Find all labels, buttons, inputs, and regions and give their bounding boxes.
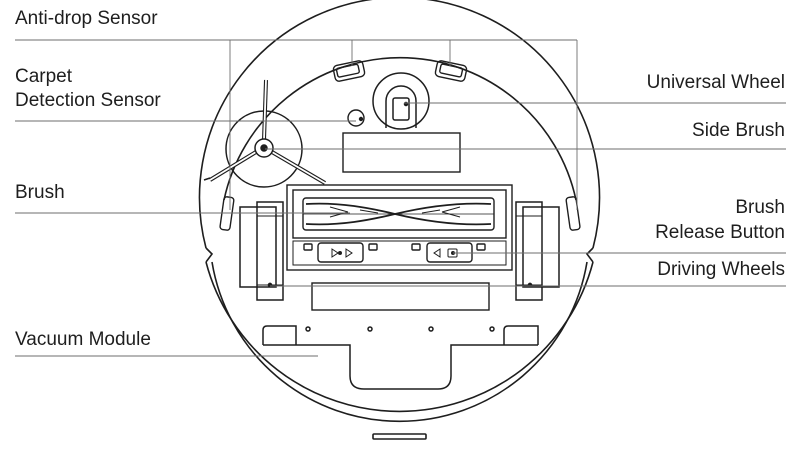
label-brush-release-button-line2: Release Button bbox=[655, 222, 785, 243]
center-plate bbox=[342, 132, 461, 173]
lower-plate bbox=[311, 282, 490, 311]
label-universal-wheel: Universal Wheel bbox=[646, 72, 785, 93]
inner-shell-lower bbox=[211, 261, 588, 422]
universal-wheel bbox=[372, 72, 430, 130]
label-carpet-detection-sensor-line2: Detection Sensor bbox=[15, 90, 161, 111]
side-brush bbox=[203, 79, 327, 188]
label-anti-drop-sensor: Anti-drop Sensor bbox=[15, 8, 158, 29]
label-side-brush: Side Brush bbox=[692, 120, 785, 141]
brush-housing bbox=[286, 184, 513, 271]
robot-body bbox=[198, 0, 601, 440]
label-carpet-detection-sensor-line1: Carpet bbox=[15, 66, 73, 87]
label-brush: Brush bbox=[15, 182, 65, 203]
label-vacuum-module: Vacuum Module bbox=[15, 329, 151, 350]
outer-shell bbox=[198, 0, 601, 249]
inner-shell bbox=[223, 56, 577, 201]
carpet-detection-sensor bbox=[347, 109, 365, 127]
label-driving-wheels: Driving Wheels bbox=[657, 259, 785, 280]
outer-shell-bottom bbox=[205, 261, 594, 413]
brush-release-buttons bbox=[317, 242, 473, 263]
label-brush-release-button-line1: Brush bbox=[735, 197, 785, 218]
vacuum-module bbox=[262, 325, 539, 390]
driving-wheels bbox=[239, 201, 560, 301]
leader-lines bbox=[15, 39, 786, 357]
